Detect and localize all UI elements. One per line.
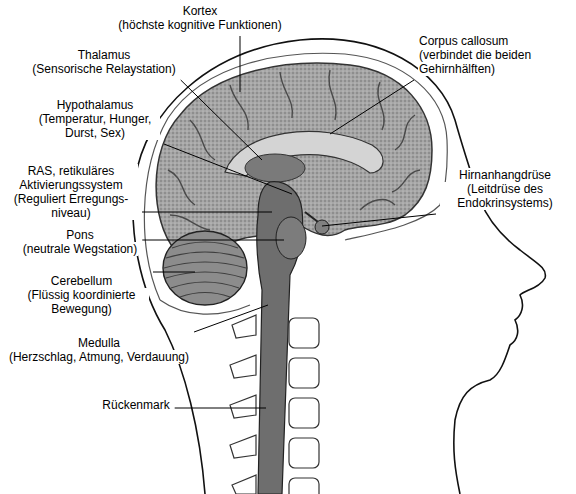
structure-name: Rückenmark (101, 398, 170, 412)
function-note: (Sensorische Relaystation) (31, 62, 176, 76)
pons (276, 217, 306, 259)
thalamus (245, 154, 305, 182)
leader-line (175, 408, 266, 409)
head-outline (133, 39, 545, 494)
function-note: (Leitdrüse des Endokrinsystems) (440, 182, 570, 210)
label-group: Hypothalamus(Temperatur, Hunger, Durst, … (30, 98, 160, 140)
pituitary (315, 220, 329, 234)
structure-name: Thalamus (77, 48, 132, 62)
label-group: RAS, retikuläres Aktivierungssystem(Regu… (4, 164, 138, 220)
label-group: Hirnanhangdrüse(Leitdrüse des Endokrinsy… (440, 168, 570, 210)
leader-line (164, 144, 292, 194)
leader-line (142, 240, 284, 241)
function-note: (Herzschlag, Atmung, Verdauung) (8, 350, 190, 364)
structure-name: Cerebellum (50, 274, 113, 288)
vertebrae (230, 315, 319, 494)
label-group: Thalamus(Sensorische Relaystation) (24, 48, 184, 76)
label-group: Rückenmark (96, 398, 176, 412)
structure-name: Medulla (77, 336, 121, 350)
leader-line (142, 212, 272, 213)
function-note: (verbindet die beiden Gehirnhälften) (418, 48, 558, 76)
leader-line (322, 214, 436, 226)
structure-name: Pons (65, 228, 94, 242)
structure-name: Kortex (182, 4, 219, 18)
label-group: Cerebellum(Flüssig koordinierte Bewegung… (14, 274, 149, 316)
function-note: (Temperatur, Hunger, Durst, Sex) (30, 112, 160, 140)
leader-line (194, 305, 268, 332)
function-note: (neutrale Wegstation) (22, 242, 139, 256)
cerebellum (163, 231, 247, 305)
cerebellum-folia (164, 242, 246, 297)
leader-line (153, 272, 195, 273)
label-group: Corpus callosum(verbindet die beiden Geh… (418, 34, 558, 76)
leader-line (181, 80, 262, 160)
structure-name: Hypothalamus (56, 98, 135, 112)
leader-line (330, 80, 414, 134)
function-note: (Reguliert Erregungs- niveau) (4, 192, 138, 220)
structure-name: RAS, retikuläres Aktivierungssystem (4, 164, 138, 192)
label-group: Medulla(Herzschlag, Atmung, Verdauung) (4, 336, 194, 364)
function-note: (höchste kognitive Funktionen) (117, 18, 282, 32)
leader-line (240, 36, 241, 92)
structure-name: Hirnanhangdrüse (458, 168, 552, 182)
pituitary-stalk (305, 212, 318, 222)
label-group: Kortex(höchste kognitive Funktionen) (100, 4, 300, 32)
label-group: Pons(neutrale Wegstation) (10, 228, 150, 256)
function-note: (Flüssig koordinierte Bewegung) (14, 288, 149, 316)
structure-name: Corpus callosum (418, 34, 509, 48)
